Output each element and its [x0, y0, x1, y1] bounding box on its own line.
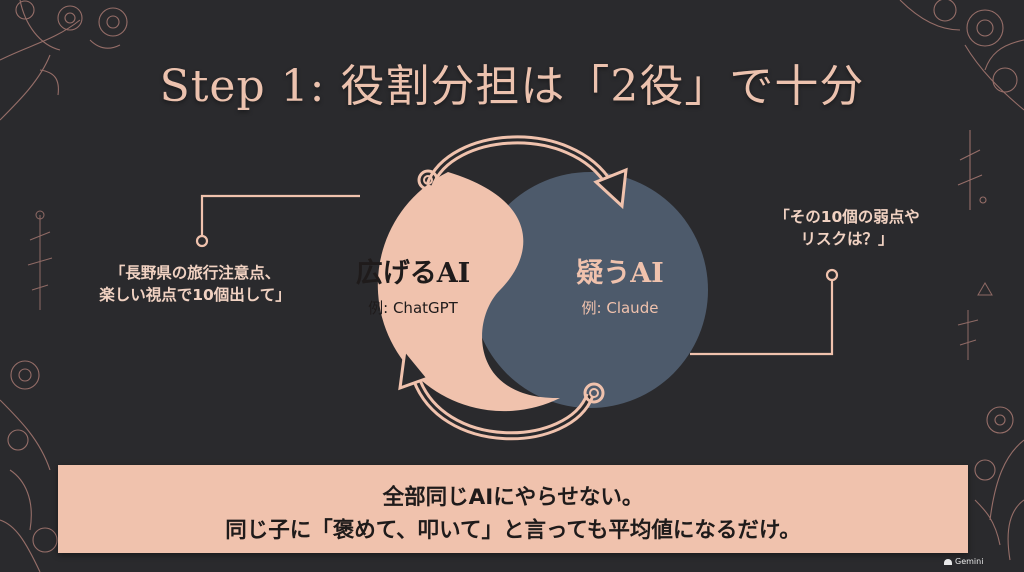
- connector-right: [690, 276, 834, 356]
- expand-ai-prompt-line-1: 「長野県の旅行注意点、: [109, 264, 281, 282]
- doubt-ai-prompt: 「その10個の弱点や リスクは？」: [742, 206, 952, 250]
- floral-corner-top-left-icon: [0, 0, 128, 121]
- floral-corner-bottom-left-icon: [0, 360, 58, 572]
- expand-ai-circle: [377, 172, 560, 412]
- connector-left: [200, 194, 360, 240]
- sparkle-decoration: [957, 282, 993, 360]
- expand-ai-label: 広げるAI: [356, 257, 471, 289]
- floral-corner-top-right-icon: [899, 0, 1024, 210]
- gemini-notebook-badge: Gemini Notebook: [938, 554, 1024, 570]
- slide-title: Step 1: 役割分担は「2役」で十分: [159, 61, 865, 112]
- doubt-ai-prompt-line-2: リスクは？」: [800, 230, 894, 248]
- takeaway-line-1: 全部同じAIにやらせない。: [382, 485, 644, 510]
- curved-arrow-bottom-icon: [398, 346, 605, 441]
- takeaway-line-2: 同じ子に「褒めて、叩いて」と言っても平均値になるだけ。: [225, 518, 801, 543]
- connector-left-dot: [195, 234, 209, 248]
- doubt-ai-prompt-line-1: 「その10個の弱点や: [774, 208, 920, 226]
- expand-ai-prompt: 「長野県の旅行注意点、 楽しい視点で10個出して」: [60, 262, 330, 306]
- doubt-ai-label: 疑うAI: [576, 258, 664, 289]
- badge-label: Gemini Notebook: [955, 557, 984, 566]
- doubt-ai-circle: [472, 172, 708, 408]
- expand-ai-prompt-line-2: 楽しい視点で10個出して」: [99, 286, 291, 304]
- floral-left-mid-icon: [27, 210, 53, 310]
- floral-corner-bottom-right-icon: [974, 406, 1024, 561]
- connector-right-dot: [825, 268, 839, 282]
- doubt-ai-example: 例: Claude: [582, 299, 659, 317]
- curved-arrow-top-icon: [417, 135, 628, 210]
- expand-ai-example: 例: ChatGPT: [368, 299, 459, 317]
- takeaway-banner: 全部同じAIにやらせない。 同じ子に「褒めて、叩いて」と言っても平均値になるだけ…: [58, 465, 968, 553]
- notebook-icon: [944, 558, 952, 565]
